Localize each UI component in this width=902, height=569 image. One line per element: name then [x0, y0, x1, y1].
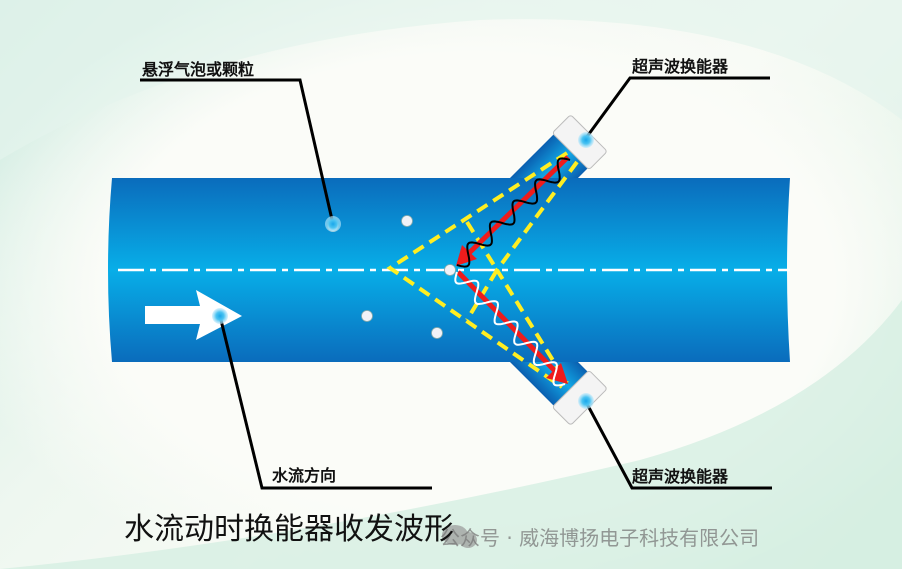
leader-lines	[140, 76, 772, 490]
receive-wave	[454, 271, 566, 387]
callout-dot	[578, 393, 594, 409]
label-particles: 悬浮气泡或颗粒	[142, 60, 255, 79]
watermark: 公众号 · 威海博扬电子科技有限公司	[440, 526, 760, 550]
callout-dot	[578, 132, 594, 148]
callout-dot	[325, 216, 341, 232]
particle	[431, 327, 443, 339]
particle	[444, 264, 456, 276]
particle	[401, 215, 413, 227]
label-transducer-bottom: 超声波换能器	[632, 467, 729, 486]
watermark-logo	[442, 525, 477, 548]
particle	[361, 310, 373, 322]
callout-dots	[212, 132, 594, 409]
label-transducer-top: 超声波换能器	[632, 57, 729, 76]
transmit-wave	[456, 157, 571, 268]
diagram-title: 水流动时换能器收发波形	[124, 512, 454, 547]
callout-dot	[212, 308, 228, 324]
flow-arrow	[145, 290, 242, 340]
label-flow-direction: 水流方向	[272, 466, 337, 485]
